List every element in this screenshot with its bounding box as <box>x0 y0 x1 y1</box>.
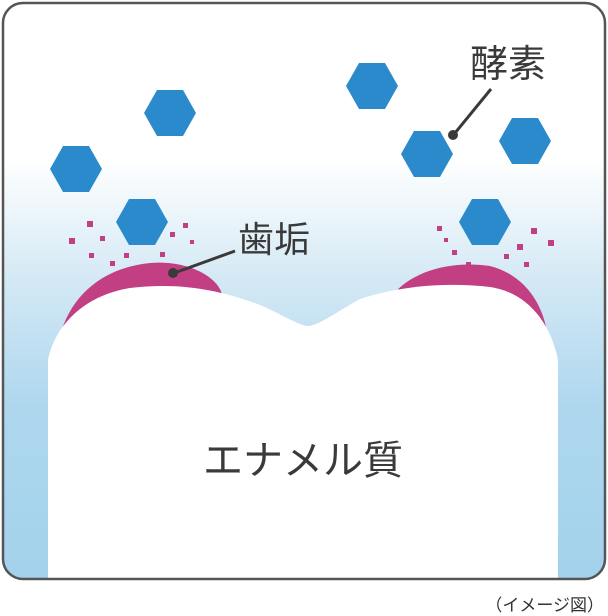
enzyme-hexagon <box>346 63 398 109</box>
enzyme-molecules <box>50 63 551 245</box>
plaque-leader-line <box>176 249 236 274</box>
plaque-particles-left <box>69 221 194 272</box>
enzyme-label: 酵素 <box>470 42 546 86</box>
enzyme-hexagon <box>116 199 168 245</box>
enzyme-hexagon <box>144 90 196 136</box>
enzyme-hexagon <box>401 131 453 177</box>
enzyme-hexagon <box>459 199 511 245</box>
image-caption: （イメージ図） <box>485 596 604 616</box>
enzyme-hexagon <box>50 146 102 192</box>
enzyme-leader-dot <box>448 130 458 140</box>
enzyme-hexagon <box>499 118 551 164</box>
enamel-label: エナメル質 <box>203 438 403 484</box>
enzyme-leader-line <box>453 88 493 134</box>
tooth-enamel <box>48 284 558 579</box>
plaque-leader-dot <box>168 268 178 278</box>
plaque-particles-right <box>437 226 554 267</box>
plaque-label: 歯垢 <box>238 220 310 261</box>
plaque-left <box>60 262 222 336</box>
diagram-frame <box>1 1 607 581</box>
